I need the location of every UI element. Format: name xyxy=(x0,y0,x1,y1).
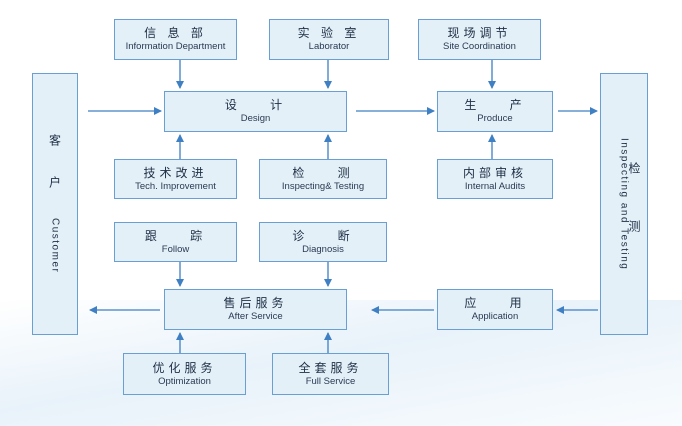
inspecting-testing-box: Inspecting and Testing 检测 xyxy=(600,73,648,335)
after-service-en: After Service xyxy=(228,311,283,322)
inspecting-testing-zh: 检测 xyxy=(627,162,641,278)
produce-box: 生 产 Produce xyxy=(437,91,553,132)
after-service-zh: 售后服务 xyxy=(223,296,288,310)
site-coordination-box: 现场调节 Site Coordination xyxy=(418,19,541,60)
diagnosis-box: 诊 断 Diagnosis xyxy=(259,222,387,262)
optimization-box: 优化服务 Optimization xyxy=(123,353,246,395)
full-service-box: 全套服务 Full Service xyxy=(272,353,389,395)
produce-en: Produce xyxy=(477,113,513,124)
inspecting-testing-label: Inspecting and Testing 检测 xyxy=(618,137,642,278)
tech-improvement-box: 技术改进 Tech. Improvement xyxy=(114,159,237,199)
design-en: Design xyxy=(240,113,271,124)
customer-en: Customer xyxy=(49,218,61,274)
produce-zh: 生 产 xyxy=(464,98,526,112)
site-coordination-zh: 现场调节 xyxy=(447,26,512,40)
inspecting-testing-small-box: 检 测 Inspecting& Testing xyxy=(259,159,387,199)
inspecting-testing-en: Inspecting and Testing xyxy=(618,137,630,271)
information-department-zh: 信 息 部 xyxy=(144,26,207,40)
information-department-en: Information Department xyxy=(125,41,226,52)
internal-audits-box: 内部审核 Internal Audits xyxy=(437,159,553,199)
full-service-en: Full Service xyxy=(305,375,356,387)
follow-en: Follow xyxy=(161,243,190,255)
follow-box: 跟 踪 Follow xyxy=(114,222,237,262)
laboratory-zh: 实 验 室 xyxy=(297,26,361,40)
inspecting-testing-small-zh: 检 测 xyxy=(292,165,354,180)
diagnosis-en: Diagnosis xyxy=(302,243,344,255)
customer-zh: 客户 xyxy=(47,134,62,219)
laboratory-en: Laborator xyxy=(308,41,350,52)
application-zh: 应 用 xyxy=(464,296,526,310)
internal-audits-en: Internal Audits xyxy=(464,180,526,192)
optimization-zh: 优化服务 xyxy=(152,360,217,375)
follow-zh: 跟 踪 xyxy=(144,228,207,243)
diagnosis-zh: 诊 断 xyxy=(292,228,354,243)
optimization-en: Optimization xyxy=(158,375,211,387)
tech-improvement-zh: 技术改进 xyxy=(143,165,208,180)
internal-audits-zh: 内部审核 xyxy=(462,165,527,180)
design-zh: 设 计 xyxy=(224,98,287,112)
inspecting-testing-small-en: Inspecting& Testing xyxy=(281,180,365,192)
customer-label: 客户 Customer xyxy=(47,134,64,273)
site-coordination-en: Site Coordination xyxy=(443,41,516,52)
application-box: 应 用 Application xyxy=(437,289,553,330)
tech-improvement-en: Tech. Improvement xyxy=(135,180,216,192)
customer-box: 客户 Customer xyxy=(32,73,78,335)
information-department-box: 信 息 部 Information Department xyxy=(114,19,237,60)
application-en: Application xyxy=(471,311,519,322)
full-service-zh: 全套服务 xyxy=(298,360,363,375)
laboratory-box: 实 验 室 Laborator xyxy=(269,19,389,60)
after-service-box: 售后服务 After Service xyxy=(164,289,347,330)
design-box: 设 计 Design xyxy=(164,91,347,132)
